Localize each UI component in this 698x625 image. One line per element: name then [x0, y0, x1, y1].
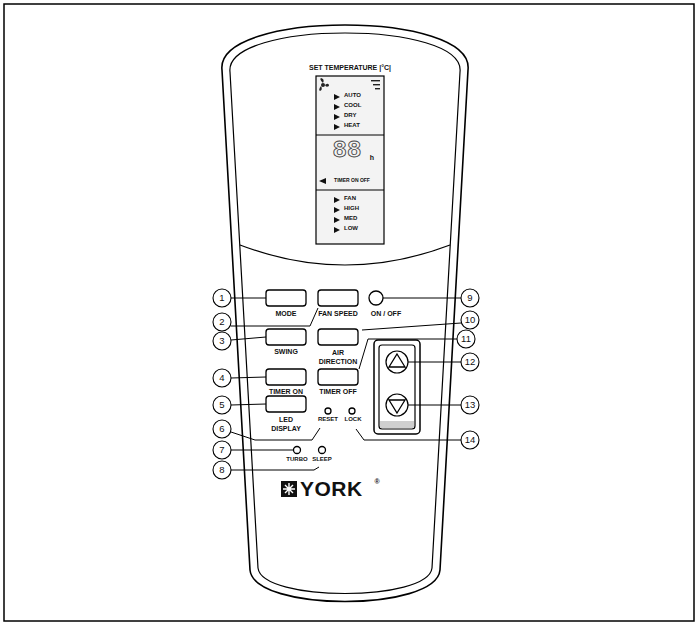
- york-logo-mark: [281, 481, 297, 497]
- timer-indicator: TIMER ON OFF: [330, 177, 374, 183]
- temperature-rocker: [374, 340, 420, 434]
- callout-number: 13: [462, 399, 478, 411]
- callout-number: 10: [462, 314, 478, 326]
- callout-number: 9: [462, 292, 478, 304]
- mode-item: COOL: [344, 102, 382, 110]
- remote-inner-edge: [230, 33, 460, 594]
- leader-lines: [231, 298, 461, 470]
- button-label: ON / OFF: [366, 310, 406, 319]
- callout-number: 14: [462, 434, 478, 446]
- callout-number: 1: [214, 292, 230, 304]
- brand-logo: YORK: [300, 477, 380, 501]
- fan-item: LOW: [344, 225, 382, 233]
- lcd-frame: [316, 76, 384, 244]
- button-label: SLEEP: [311, 456, 334, 464]
- callout-number: 5: [214, 399, 230, 411]
- callout-circles: [213, 289, 479, 479]
- mode-item: AUTO: [344, 92, 382, 100]
- mode-item: HEAT: [344, 122, 382, 130]
- remote-body: [222, 25, 468, 602]
- button-label: TIMER OFF: [313, 388, 363, 397]
- callout-number: 11: [458, 333, 474, 345]
- callout-number: 2: [214, 316, 230, 328]
- callout-number: 7: [214, 444, 230, 456]
- lcd-divider: [316, 190, 384, 191]
- callout-number: 8: [214, 464, 230, 476]
- display-heading: SET TEMPERATURE |°C|: [285, 64, 415, 73]
- display-panel-edge: [240, 245, 450, 265]
- button-label: MODE: [261, 310, 311, 319]
- callout-number: 12: [462, 356, 478, 368]
- button-label: LED DISPLAY: [268, 415, 304, 433]
- callout-number: 3: [214, 335, 230, 347]
- frame: [4, 4, 694, 621]
- button-label: TIMER ON: [261, 388, 311, 397]
- fan-item: FAN: [344, 195, 382, 203]
- lcd-screen: SET TEMPERATURE |°C|AUTOCOOLDRYHEAT88hTI…: [316, 76, 384, 244]
- button-label: TURBO: [285, 456, 310, 464]
- button-label: AIR DIRECTION: [316, 348, 360, 366]
- fan-item: HIGH: [344, 205, 382, 213]
- fan-icon: [319, 78, 380, 91]
- callout-number: 4: [214, 372, 230, 384]
- fan-item: MED: [344, 215, 382, 223]
- registered-mark: ®: [372, 478, 382, 487]
- segment-digits: 88: [325, 138, 369, 164]
- button-label: SWING: [261, 348, 311, 357]
- callout-number: 6: [214, 423, 230, 435]
- mode-item: DRY: [344, 112, 382, 120]
- button-label: FAN SPEED: [313, 310, 363, 319]
- lcd-divider: [316, 135, 384, 136]
- button-label: LOCK: [343, 416, 363, 424]
- hours-unit: h: [367, 154, 377, 163]
- button-label: RESET: [315, 416, 341, 424]
